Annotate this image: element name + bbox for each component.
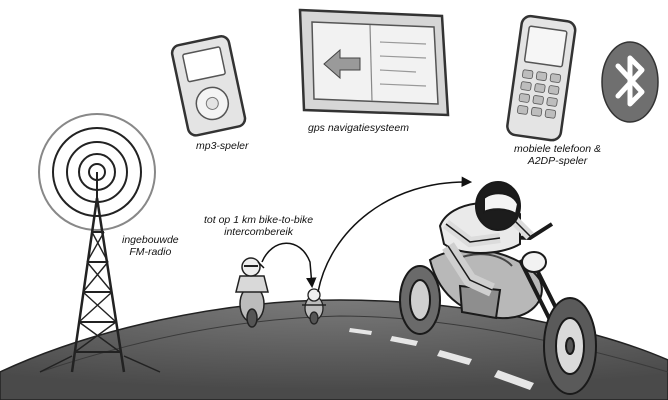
gps-navigator-icon	[300, 10, 448, 115]
mp3-player-label: mp3-speler	[196, 140, 249, 152]
mobile-phone-icon	[506, 15, 576, 141]
phone-label-line1: mobiele telefoon &	[514, 143, 601, 155]
gps-label: gps navigatiesysteem	[308, 122, 409, 134]
intercom-label-line1: tot op 1 km bike-to-bike	[204, 214, 313, 226]
mp3-player-icon	[171, 35, 247, 137]
intercom-label: tot op 1 km bike-to-bike intercombereik	[204, 214, 313, 238]
intercom-label-line2: intercombereik	[204, 226, 313, 238]
phone-label-line2: A2DP-speler	[514, 155, 601, 167]
bluetooth-icon	[602, 42, 658, 122]
radio-label: ingebouwde FM-radio	[122, 234, 179, 258]
radio-label-line1: ingebouwde	[122, 234, 179, 246]
radio-label-line2: FM-radio	[122, 246, 179, 258]
phone-label: mobiele telefoon & A2DP-speler	[514, 143, 601, 167]
